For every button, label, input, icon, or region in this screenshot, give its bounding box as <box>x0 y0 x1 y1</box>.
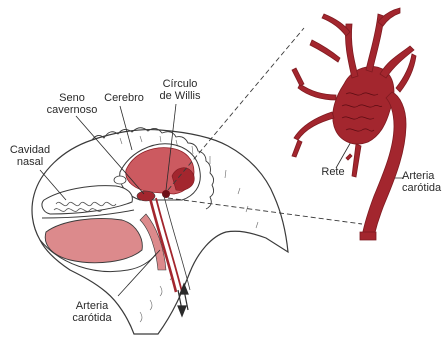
upper-branch-6 <box>310 40 340 62</box>
label-seno-cavernoso-line1: Seno <box>40 92 104 104</box>
label-arteria-carotida-right-line2: carótida <box>402 182 446 194</box>
label-rete: Rete <box>318 166 348 178</box>
label-circulo-willis-line1: Círculo <box>150 78 210 90</box>
label-circulo-willis: Círculo de Willis <box>150 78 210 102</box>
label-cavidad-nasal: Cavidad nasal <box>4 144 56 168</box>
left-branch-2 <box>294 112 334 140</box>
left-branch-1 <box>298 84 336 100</box>
left-branch-4 <box>292 68 304 86</box>
lower-small-vessel <box>352 144 361 177</box>
cavernous-sinus <box>137 191 155 201</box>
eye <box>114 176 126 184</box>
rete-mirabile-detail <box>292 8 416 240</box>
label-cerebro: Cerebro <box>100 92 148 104</box>
label-arteria-carotida-left-line2: carótida <box>64 312 120 324</box>
label-arteria-carotida-right-line1: Arteria <box>402 170 446 182</box>
label-seno-cavernoso: Seno cavernoso <box>40 92 104 116</box>
label-cerebro-text: Cerebro <box>100 92 148 104</box>
tongue <box>45 219 142 263</box>
left-branch-3 <box>292 140 302 157</box>
right-vessel-cap <box>360 232 376 240</box>
label-rete-text: Rete <box>318 166 348 178</box>
label-circulo-willis-line2: de Willis <box>150 90 210 102</box>
label-seno-cavernoso-line2: cavernoso <box>40 104 104 116</box>
label-cavidad-nasal-line2: nasal <box>4 156 56 168</box>
label-arteria-carotida-left: Arteria carótida <box>64 300 120 324</box>
circle-of-willis-dot <box>162 190 170 198</box>
label-arteria-carotida-right: Arteria carótida <box>402 170 446 194</box>
label-arteria-carotida-left-line1: Arteria <box>64 300 120 312</box>
label-cavidad-nasal-line1: Cavidad <box>4 144 56 156</box>
lower-small-vessel-2 <box>346 154 352 160</box>
